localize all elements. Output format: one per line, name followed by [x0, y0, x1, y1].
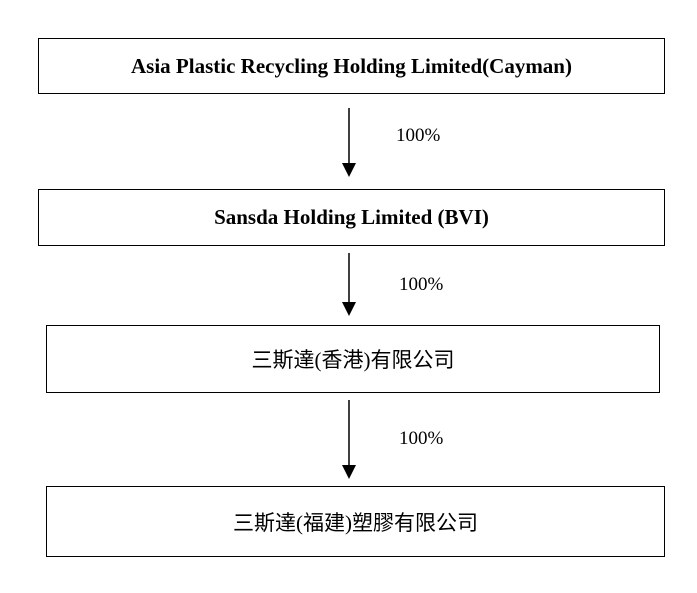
ownership-percent-2: 100%: [399, 274, 444, 295]
entity-box-cayman: Asia Plastic Recycling Holding Limited(C…: [38, 38, 665, 94]
entity-label-fujian: 三斯達(福建)塑膠有限公司: [233, 510, 478, 535]
ownership-arrow-3: [341, 400, 357, 480]
entity-box-fujian: 三斯達(福建)塑膠有限公司: [46, 486, 665, 557]
entity-label-hong-kong: 三斯達(香港)有限公司: [251, 348, 455, 372]
ownership-percent-3: 100%: [399, 428, 444, 449]
ownership-arrow-2: [341, 253, 357, 317]
entity-box-bvi: Sansda Holding Limited (BVI): [38, 189, 665, 246]
entity-label-bvi: Sansda Holding Limited (BVI): [214, 205, 489, 229]
ownership-percent-1: 100%: [396, 125, 441, 146]
entity-box-hong-kong: 三斯達(香港)有限公司: [46, 325, 660, 393]
ownership-arrow-1: [341, 108, 357, 178]
entity-label-cayman: Asia Plastic Recycling Holding Limited(C…: [131, 53, 572, 78]
